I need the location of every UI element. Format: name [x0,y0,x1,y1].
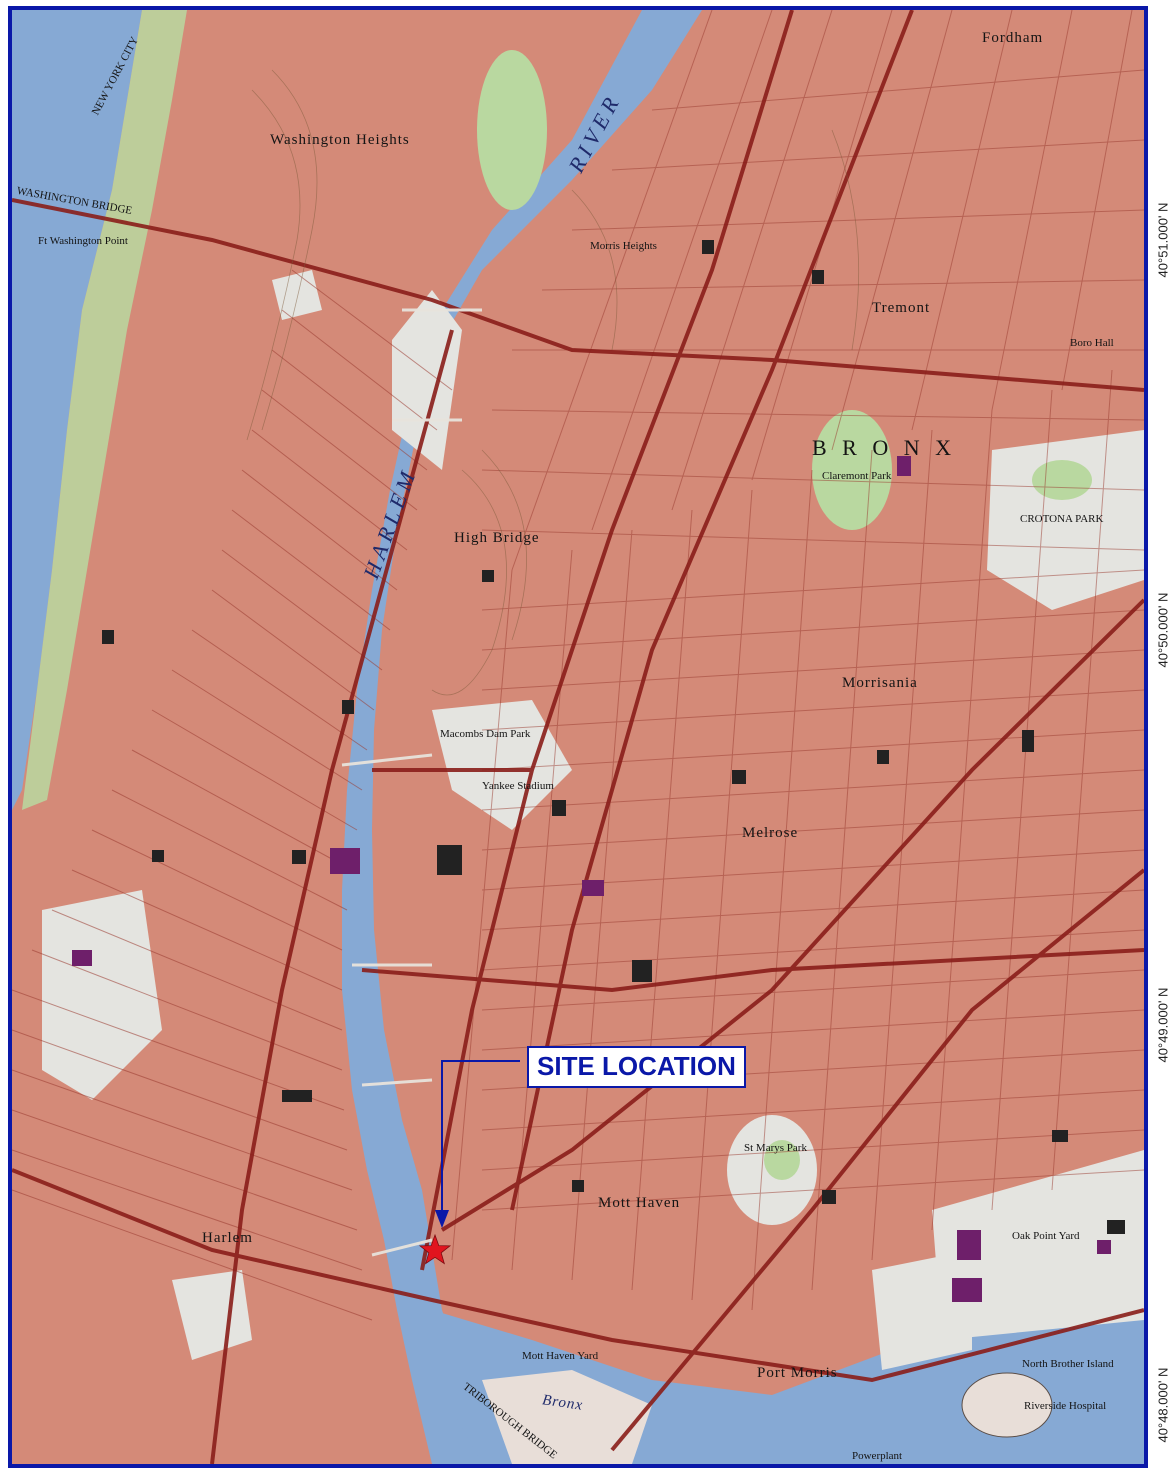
site-location-label[interactable]: SITE LOCATION [527,1046,746,1088]
topographic-map[interactable]: B R O N X Washington Heights High Bridge… [8,6,1148,1468]
latitude-label-49: 40°49.000' N [1155,987,1171,1063]
buildings [102,240,1125,1234]
major-roads [12,10,1144,1464]
latitude-label-50: 40°50.000' N [1155,592,1171,668]
crotona-park [987,430,1144,610]
site-arrowhead [435,1210,449,1228]
latitude-label-51: 40°51.000' N [1155,202,1171,278]
map-graphic [12,10,1144,1464]
hudson-river [12,10,142,810]
bridges [341,308,482,1257]
industrial-blocks [72,456,1111,1302]
oak-point-yard [932,1150,1144,1340]
claremont-park [812,410,892,530]
site-marker-star[interactable] [418,1233,452,1265]
site-leader-line [441,1060,520,1220]
macombs-dam-park [432,700,572,830]
latitude-label-48: 40°48.000' N [1155,1367,1171,1443]
